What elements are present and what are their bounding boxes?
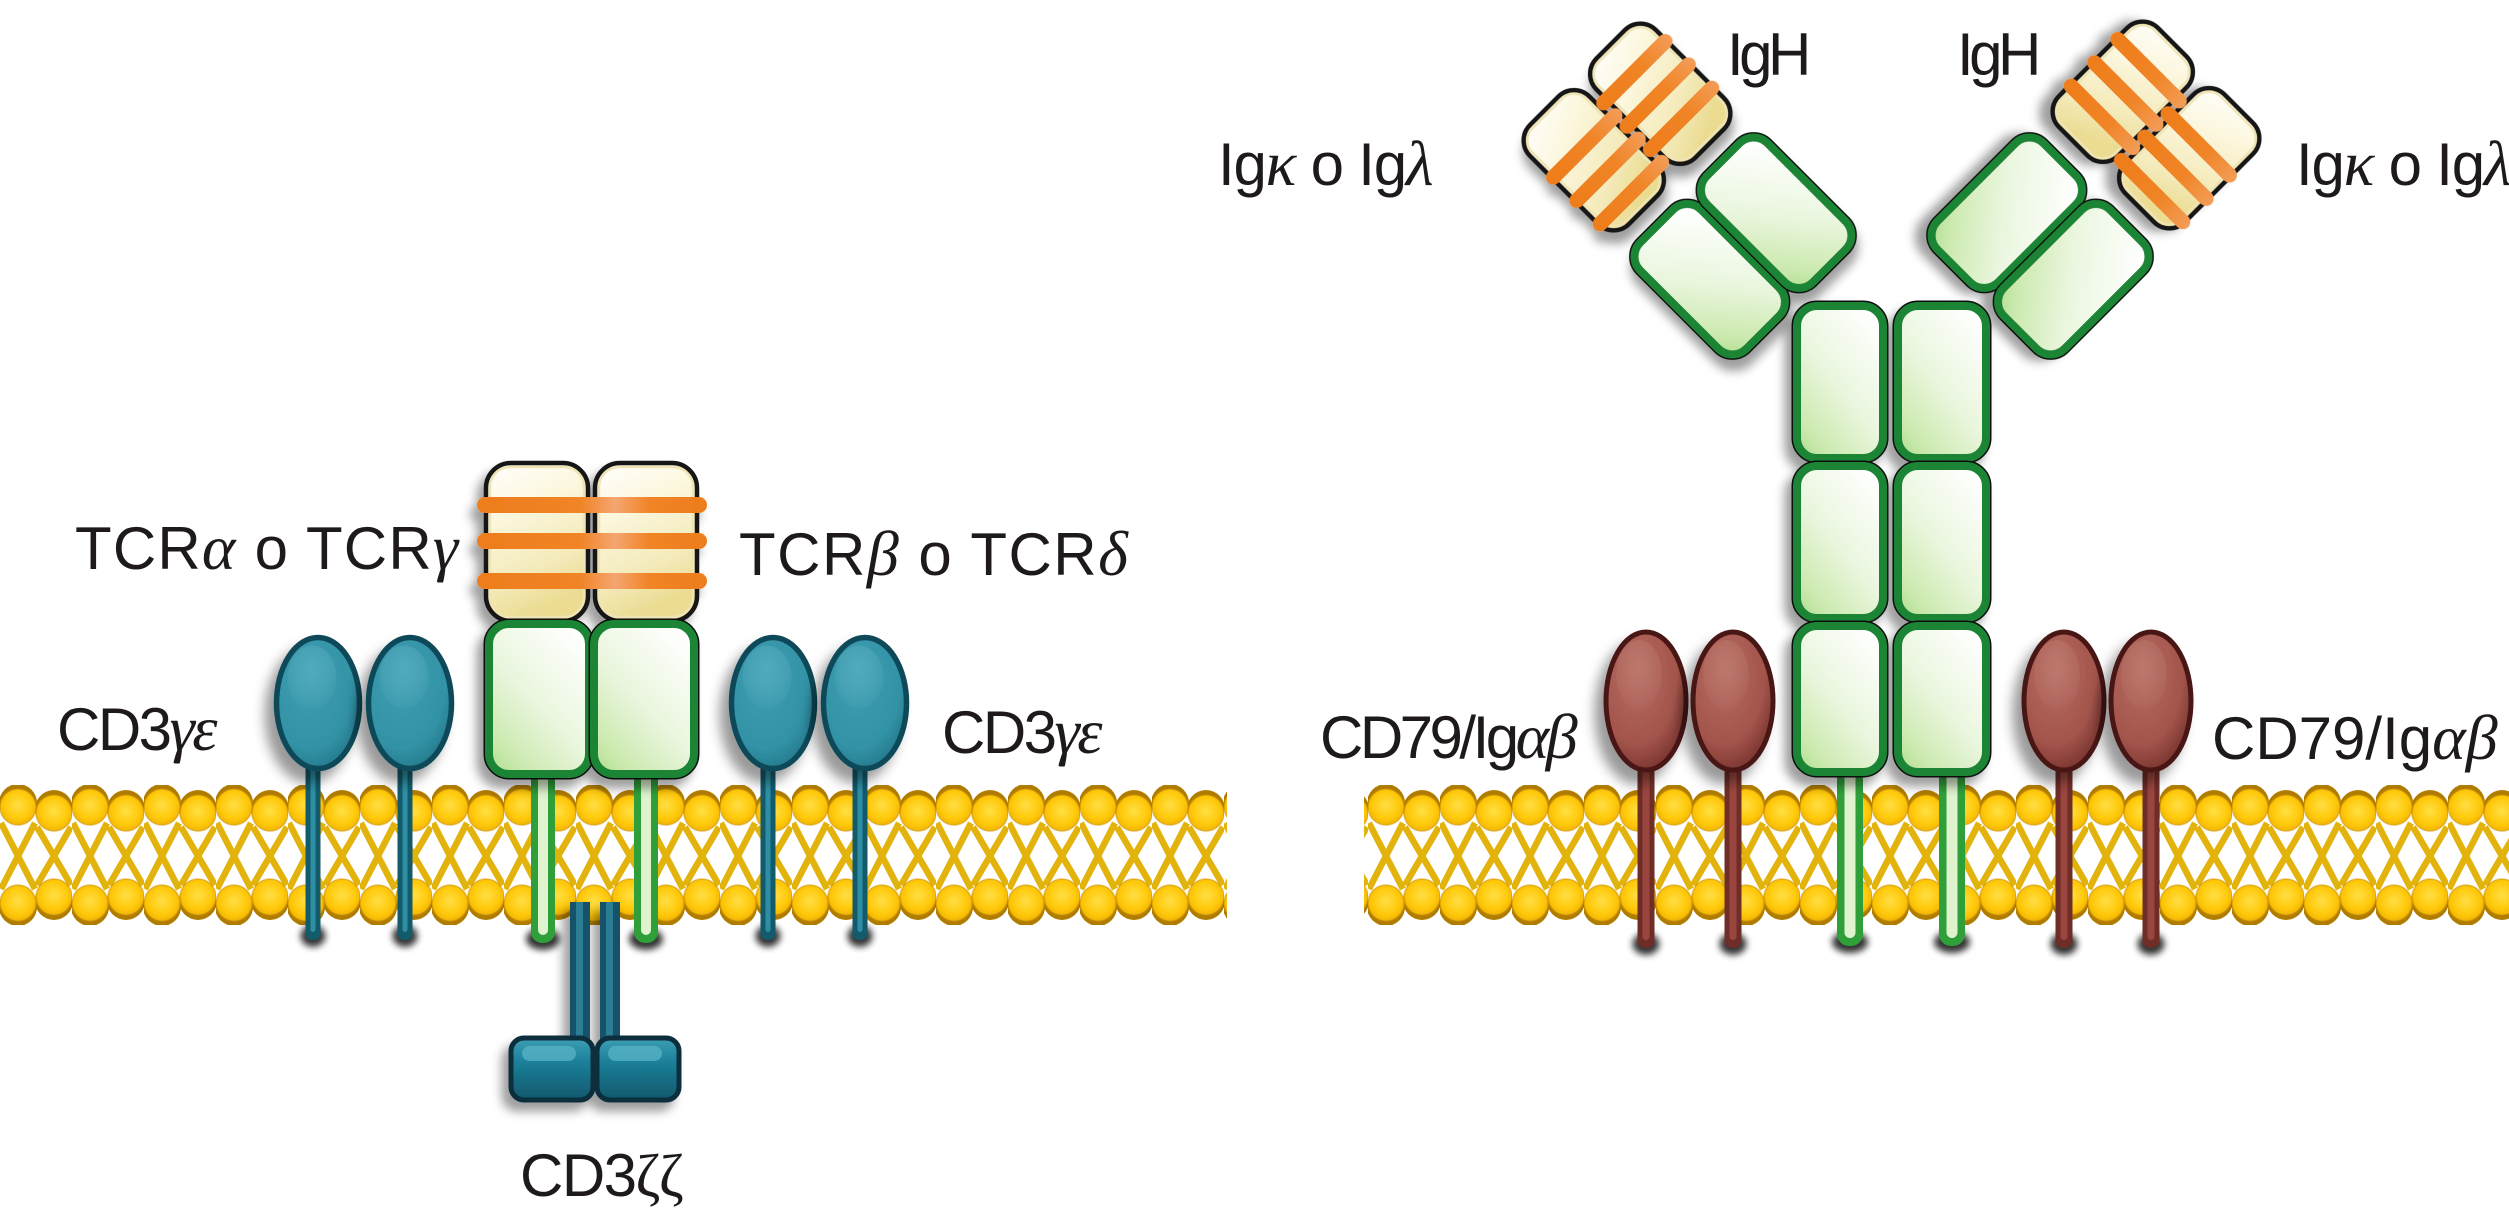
svg-text:CD3γε: CD3γε — [57, 693, 218, 764]
svg-text:Igκ o Igλ: Igκ o Igλ — [1218, 128, 1433, 199]
svg-text:CD79/Igαβ: CD79/Igαβ — [2212, 702, 2498, 773]
svg-text:TCRβ o TCRδ: TCRβ o TCRδ — [739, 518, 1129, 589]
svg-text:CD79/Igαβ: CD79/Igαβ — [1320, 701, 1578, 772]
svg-text:IgH: IgH — [1727, 21, 1807, 88]
svg-text:TCRα o TCRγ: TCRα o TCRγ — [75, 512, 460, 583]
svg-text:CD3γε: CD3γε — [942, 696, 1103, 767]
svg-text:CD3ζζ: CD3ζζ — [520, 1142, 683, 1209]
svg-text:IgH: IgH — [1957, 21, 2037, 88]
svg-text:Igκ o Igλ: Igκ o Igλ — [2296, 128, 2509, 199]
